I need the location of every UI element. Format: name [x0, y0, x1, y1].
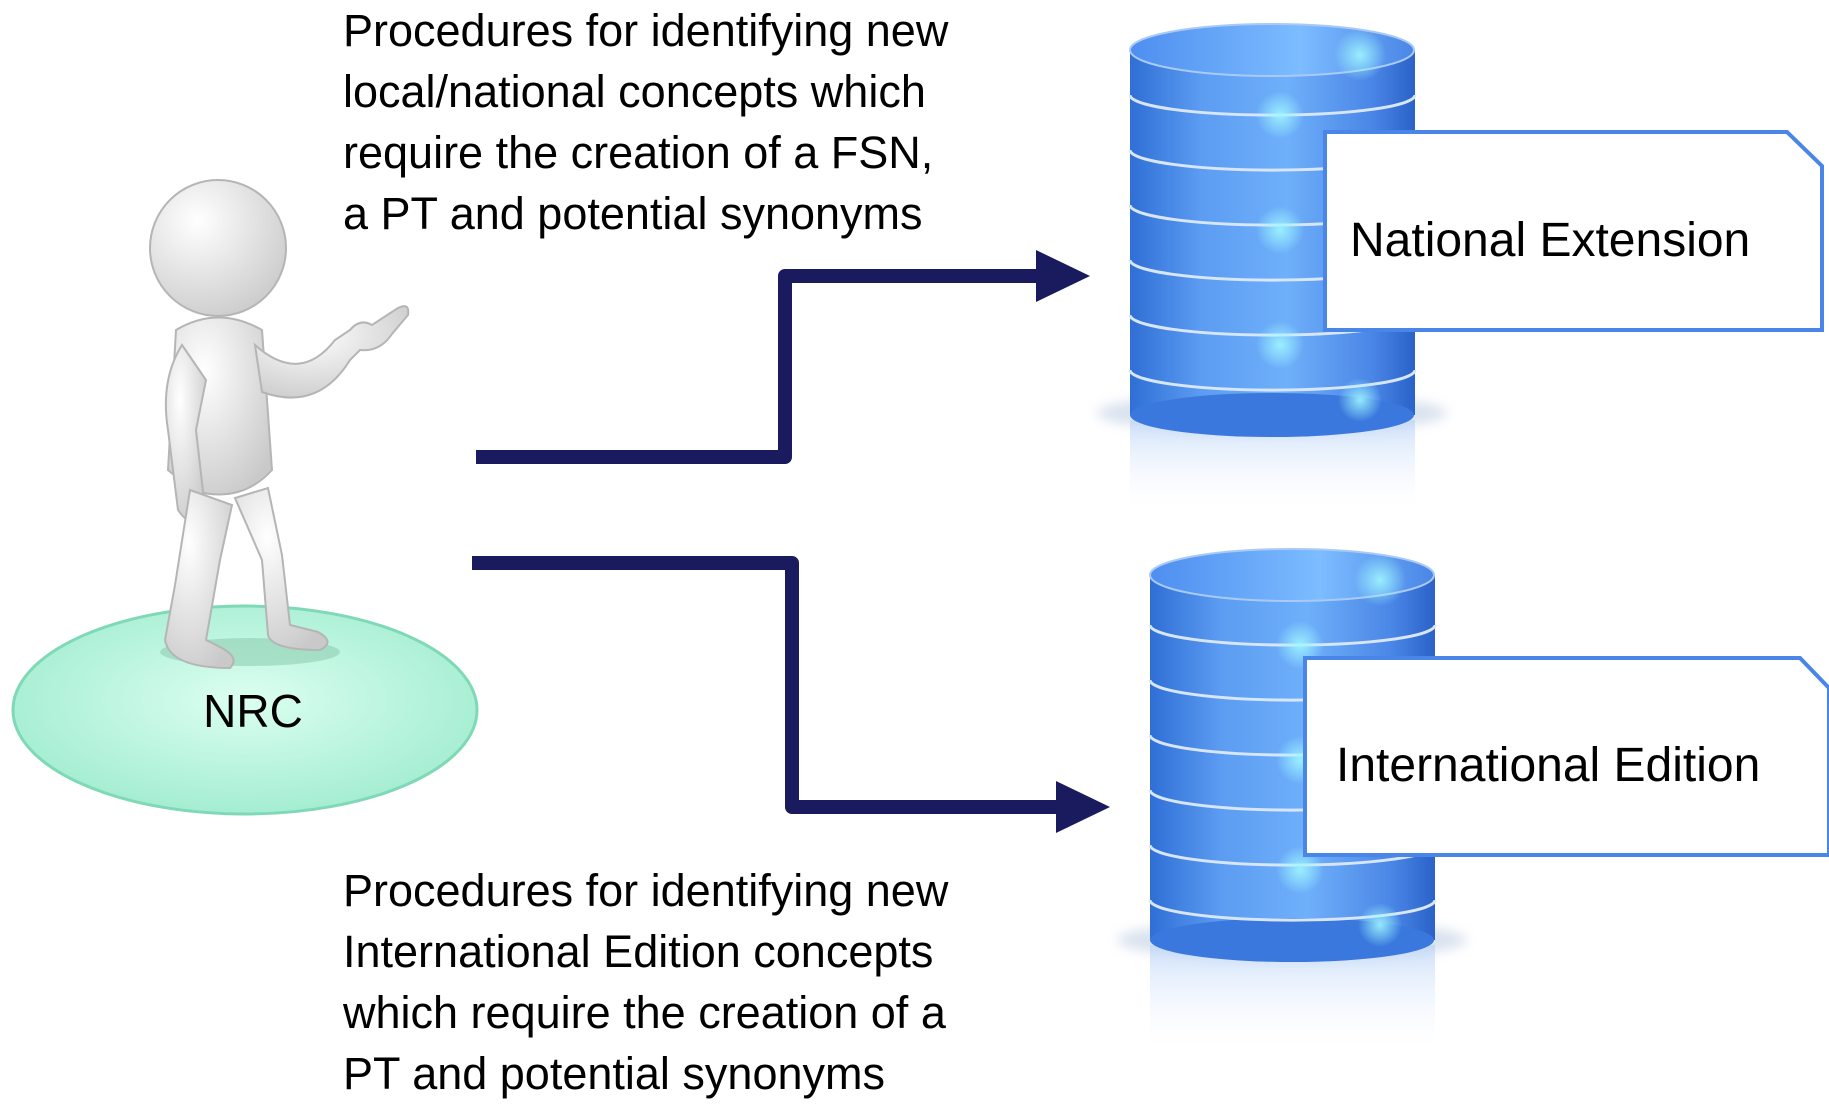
national-extension-label: National Extension	[1350, 214, 1751, 267]
international-edition-label: International Edition	[1336, 739, 1761, 792]
nrc-actor	[11, 179, 479, 816]
connector-to-national	[476, 269, 1040, 464]
connector-to-international	[472, 556, 1060, 814]
bottom-caption-line: PT and potential synonyms	[343, 1048, 885, 1099]
nrc-label: NRC	[203, 685, 303, 737]
top-caption-line: Procedures for identifying new	[343, 5, 949, 56]
bottom-caption: Procedures for identifying new Internati…	[343, 860, 1103, 1104]
bottom-caption-line: Procedures for identifying new	[343, 865, 949, 916]
top-caption-line: require the creation of a FSN,	[343, 127, 934, 178]
label-box-national	[1323, 130, 1824, 332]
database-national	[1097, 23, 1824, 515]
top-caption: Procedures for identifying new local/nat…	[343, 0, 1103, 244]
database-icon	[1148, 548, 1437, 962]
database-international	[1117, 548, 1829, 1055]
arrowhead-international	[1056, 781, 1110, 833]
top-caption-line: a PT and potential synonyms	[343, 188, 923, 239]
arrowhead-national	[1036, 250, 1090, 302]
stick-figure-icon	[149, 179, 410, 670]
bottom-caption-line: which require the creation of a	[343, 987, 946, 1038]
bottom-caption-line: International Edition concepts	[343, 926, 934, 977]
top-caption-line: local/national concepts which	[343, 66, 926, 117]
connectors	[472, 250, 1110, 833]
nrc-platform	[11, 604, 479, 816]
label-box-international	[1303, 656, 1829, 857]
